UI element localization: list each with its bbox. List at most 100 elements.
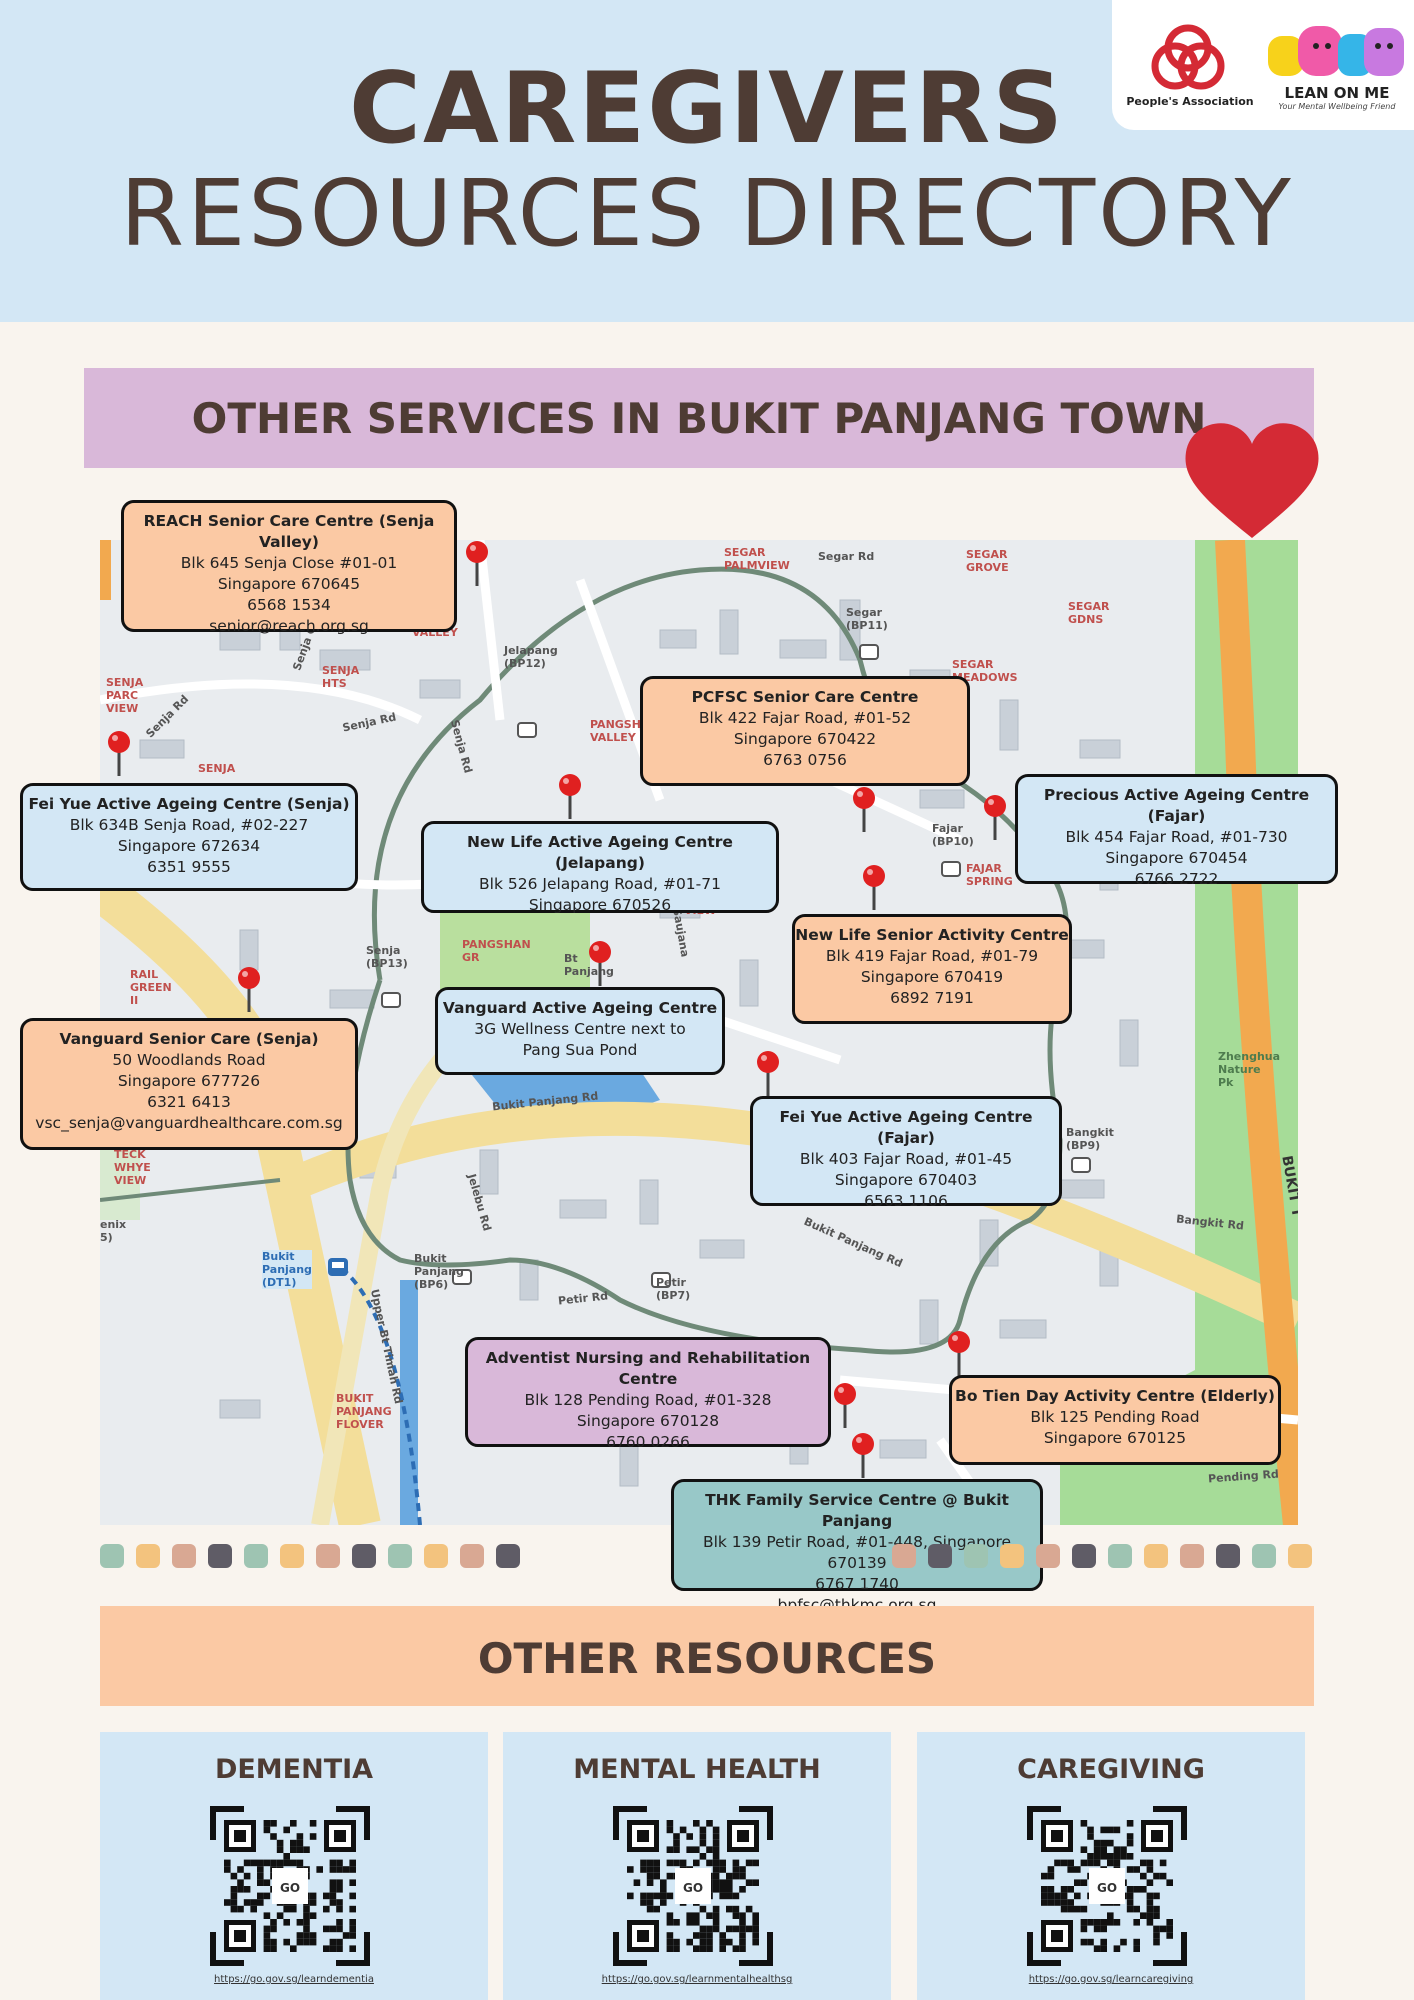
header: CAREGIVERS RESOURCES DIRECTORY People's … bbox=[0, 0, 1414, 322]
service-card-adventist: Adventist Nursing and Rehabilitation Cen… bbox=[465, 1337, 831, 1451]
service-line: 6766 2722 bbox=[1134, 870, 1219, 888]
decorative-dot bbox=[136, 1544, 160, 1568]
service-card-reach: REACH Senior Care Centre (Senja Valley) … bbox=[121, 500, 457, 635]
service-name: Bo Tien Day Activity Centre (Elderly) bbox=[955, 1387, 1275, 1405]
decorative-dot bbox=[1252, 1544, 1276, 1568]
qr-center-label: GO bbox=[280, 1881, 300, 1895]
service-card-botien: Bo Tien Day Activity Centre (Elderly) Bl… bbox=[949, 1375, 1281, 1465]
service-name: Precious Active Ageing Centre (Fajar) bbox=[1043, 786, 1310, 825]
bus-stop-icon bbox=[381, 644, 1091, 1288]
map-pin-icon bbox=[466, 541, 488, 586]
decorative-dot bbox=[928, 1544, 952, 1568]
map-label-senja-parc-view: SENJA PARC VIEW bbox=[106, 676, 144, 715]
map-pin-icon bbox=[757, 1051, 779, 1096]
resource-link[interactable]: https://go.gov.sg/learnmentalhealthsg bbox=[601, 1974, 793, 1985]
service-name: New Life Senior Activity Centre bbox=[795, 926, 1069, 944]
resources-title: OTHER RESOURCES bbox=[477, 1634, 937, 1683]
resource-card-caregiving: CAREGIVING GO https://go.gov.sg/learncar… bbox=[917, 1732, 1305, 2000]
resource-title: CAREGIVING bbox=[1017, 1754, 1205, 1785]
service-card-vanguard-aac: Vanguard Active Ageing Centre 3G Wellnes… bbox=[435, 987, 725, 1075]
map-pin-icon bbox=[589, 941, 611, 986]
service-line: Singapore 670645 bbox=[217, 575, 361, 593]
map-pin-icon bbox=[238, 967, 260, 1012]
map-pin-icon bbox=[948, 1331, 970, 1376]
decorative-dot bbox=[100, 1544, 124, 1568]
service-card-precious: Precious Active Ageing Centre (Fajar) Bl… bbox=[1015, 774, 1338, 888]
lom-tagline: Your Mental Wellbeing Friend bbox=[1278, 102, 1396, 111]
service-line: vsc_senja@vanguardhealthcare.com.sg bbox=[35, 1114, 343, 1132]
map-pin-icon bbox=[984, 795, 1006, 840]
map-label-senja-hts: SENJA HTS bbox=[322, 664, 360, 690]
service-card-thk: THK Family Service Centre @ Bukit Panjan… bbox=[671, 1479, 1043, 1614]
service-line: Blk 526 Jelapang Road, #01-71 bbox=[479, 875, 721, 893]
service-line: Blk 634B Senja Road, #02-227 bbox=[69, 816, 309, 834]
map-label-rail-green: RAIL GREEN II bbox=[130, 968, 172, 1007]
map-label-senja: SENJA bbox=[198, 762, 236, 775]
decorative-dot bbox=[352, 1544, 376, 1568]
decorative-dot bbox=[244, 1544, 268, 1568]
decorative-dot bbox=[388, 1544, 412, 1568]
service-line: Singapore 670526 bbox=[528, 896, 672, 914]
map-label-segar-rd: Segar Rd bbox=[818, 550, 875, 563]
decorative-dot bbox=[1180, 1544, 1204, 1568]
lean-on-me-logo-icon bbox=[1268, 26, 1404, 76]
decorative-dot bbox=[1288, 1544, 1312, 1568]
service-card-pcfsc: PCFSC Senior Care Centre Blk 422 Fajar R… bbox=[640, 676, 970, 786]
service-line: Singapore 672634 bbox=[117, 837, 261, 855]
page-title-line2: RESOURCES DIRECTORY bbox=[120, 160, 1294, 267]
resource-link[interactable]: https://go.gov.sg/learndementia bbox=[214, 1974, 374, 1985]
map-pin-icon bbox=[852, 1433, 874, 1478]
service-line: Blk 422 Fajar Road, #01-52 bbox=[698, 709, 912, 727]
service-name: New Life Active Ageing Centre (Jelapang) bbox=[467, 833, 733, 872]
service-line: Singapore 670422 bbox=[733, 730, 877, 748]
service-line: 6763 0756 bbox=[763, 751, 847, 769]
decorative-dot bbox=[172, 1544, 196, 1568]
service-name: Vanguard Active Ageing Centre bbox=[442, 999, 718, 1017]
qr-code-icon[interactable]: GO bbox=[613, 1806, 773, 1966]
service-line: Blk 454 Fajar Road, #01-730 bbox=[1065, 828, 1288, 846]
qr-code-icon[interactable]: GO bbox=[1027, 1806, 1187, 1966]
decorative-dot bbox=[1108, 1544, 1132, 1568]
map-label-segar-bp11: Segar (BP11) bbox=[846, 606, 888, 632]
service-line: Blk 645 Senja Close #01-01 bbox=[180, 554, 398, 572]
service-name: THK Family Service Centre @ Bukit Panjan… bbox=[705, 1491, 1009, 1530]
resource-title: MENTAL HEALTH bbox=[573, 1754, 821, 1785]
service-card-feiyue-senja: Fei Yue Active Ageing Centre (Senja) Blk… bbox=[20, 783, 358, 891]
services-title: OTHER SERVICES IN BUKIT PANJANG TOWN bbox=[191, 394, 1207, 443]
decorative-dot bbox=[424, 1544, 448, 1568]
service-line: 6760 0266 bbox=[606, 1433, 690, 1451]
decorative-dot bbox=[496, 1544, 520, 1568]
service-line: Singapore 670125 bbox=[1043, 1429, 1187, 1447]
resource-link[interactable]: https://go.gov.sg/learncaregiving bbox=[1028, 1974, 1194, 1985]
qr-center-label: GO bbox=[1097, 1881, 1117, 1895]
service-card-newlife-senior: New Life Senior Activity Centre Blk 419 … bbox=[792, 914, 1072, 1024]
map-label-segar-meadows: SEGAR MEADOWS bbox=[952, 658, 1018, 684]
decorative-dot bbox=[1144, 1544, 1168, 1568]
decorative-dot bbox=[1036, 1544, 1060, 1568]
service-line: Blk 125 Pending Road bbox=[1030, 1408, 1200, 1426]
logo-panel: People's Association LEAN ON ME Your Men… bbox=[1112, 0, 1414, 130]
service-line: 6321 6413 bbox=[147, 1093, 231, 1111]
service-line: 6568 1534 bbox=[247, 596, 331, 614]
service-line: 3G Wellness Centre next to bbox=[474, 1020, 686, 1038]
service-line: Singapore 677726 bbox=[117, 1072, 261, 1090]
service-line: 6767 1740 bbox=[815, 1575, 899, 1593]
lom-caption: LEAN ON ME bbox=[1284, 84, 1390, 102]
map-label-pangshan-gr: PANGSHAN GR bbox=[462, 938, 531, 964]
map-label-senja-bp13: Senja (BP13) bbox=[366, 944, 408, 970]
service-line: Blk 403 Fajar Road, #01-45 bbox=[799, 1150, 1013, 1168]
service-name: PCFSC Senior Care Centre bbox=[691, 688, 919, 706]
qr-code-icon[interactable]: GO bbox=[210, 1806, 370, 1966]
map-pin-icon bbox=[834, 1383, 856, 1428]
decorative-dot bbox=[892, 1544, 916, 1568]
service-name: Fei Yue Active Ageing Centre (Senja) bbox=[28, 795, 350, 813]
service-name: Fei Yue Active Ageing Centre (Fajar) bbox=[779, 1108, 1033, 1147]
map-label-jelapang-bp12: Jelapang (BP12) bbox=[504, 644, 558, 670]
service-line: 6892 7191 bbox=[890, 989, 974, 1007]
map-label-bukit-panjang-dt1: Bukit Panjang (DT1) bbox=[262, 1250, 312, 1289]
map-label-pangsha-valley: PANGSHA VALLEY bbox=[590, 718, 650, 744]
service-name: REACH Senior Care Centre (Senja Valley) bbox=[143, 512, 435, 551]
service-line: Pang Sua Pond bbox=[522, 1041, 638, 1059]
map-label-segar-palmview: SEGAR PALMVIEW bbox=[724, 546, 790, 572]
map-label-zhenghua: Zhenghua Nature Pk bbox=[1218, 1050, 1281, 1089]
